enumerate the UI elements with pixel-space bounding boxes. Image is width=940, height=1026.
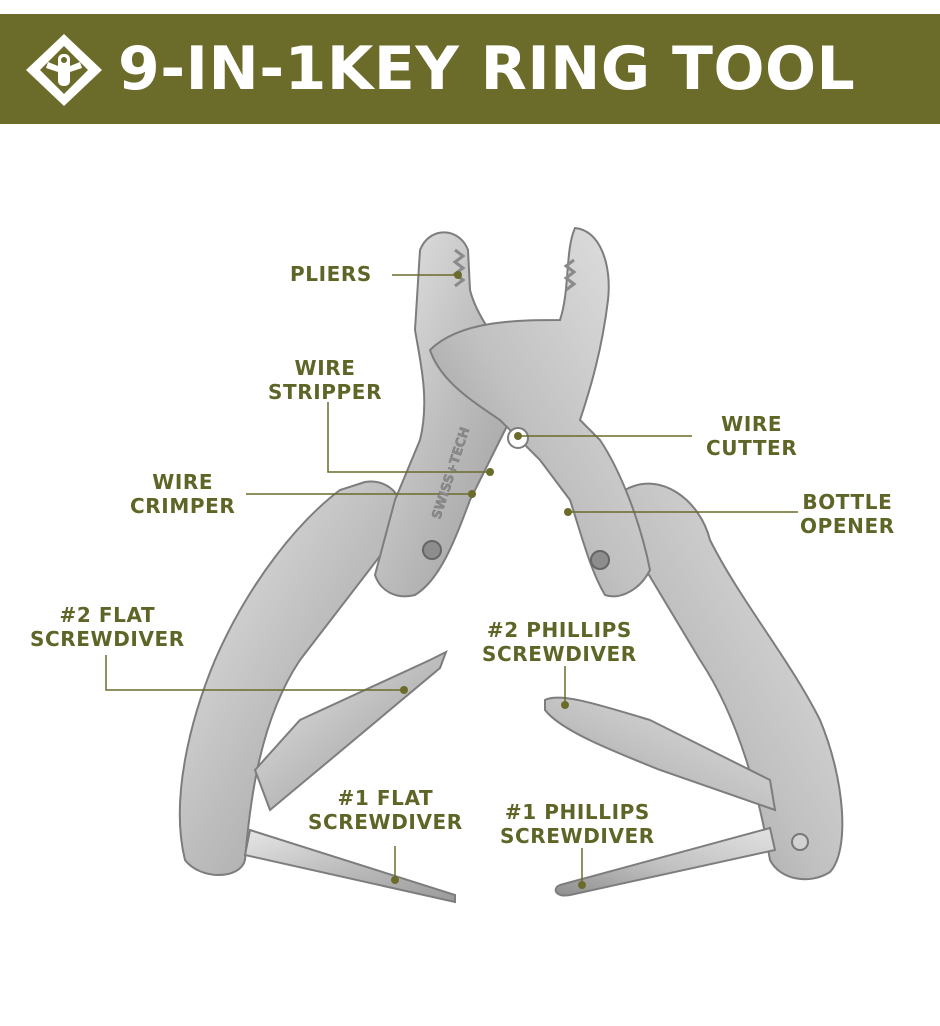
right-jaw: [428, 226, 652, 598]
label-phillips1-line1: #1 PHILLIPS: [504, 800, 650, 824]
label-bottle-opener: BOTTLE OPENER: [800, 490, 895, 538]
label-phillips2: #2 PHILLIPS SCREWDIVER: [482, 618, 637, 666]
right-handle: [616, 482, 844, 881]
label-bottle-opener-line1: BOTTLE: [802, 490, 893, 514]
label-phillips1-line2: SCREWDIVER: [500, 824, 655, 848]
label-bottle-opener-line2: OPENER: [800, 514, 895, 538]
left-handle: [178, 480, 404, 876]
label-wire-stripper-line2: STRIPPER: [268, 380, 383, 404]
leader-dots: [391, 271, 586, 889]
label-wire-crimper-line2: CRIMPER: [130, 494, 236, 518]
label-wire-cutter-line1: WIRE: [721, 412, 783, 436]
label-flat1: #1 FLAT SCREWDIVER: [308, 786, 463, 834]
title-banner: 9-IN-1KEY RING TOOL: [0, 14, 940, 124]
flat1-blade: [243, 828, 456, 904]
label-phillips2-line1: #2 PHILLIPS: [486, 618, 632, 642]
phillips2-blade: [544, 696, 777, 812]
page-title: 9-IN-1KEY RING TOOL: [118, 34, 856, 104]
multitool-diamond-icon: [26, 34, 102, 106]
label-pliers-text: PLIERS: [290, 262, 372, 286]
leader-lines: [105, 274, 798, 885]
label-pliers: PLIERS: [290, 262, 372, 286]
label-wire-stripper-line1: WIRE: [294, 356, 356, 380]
label-flat2-line2: SCREWDIVER: [30, 627, 185, 651]
label-flat2-line1: #2 FLAT: [59, 603, 156, 627]
label-flat1-line2: SCREWDIVER: [308, 810, 463, 834]
left-jaw: [373, 231, 522, 598]
label-wire-cutter-line2: CUTTER: [706, 436, 798, 460]
phillips1-blade: [554, 826, 777, 897]
label-phillips1: #1 PHILLIPS SCREWDIVER: [500, 800, 655, 848]
label-flat2: #2 FLAT SCREWDIVER: [30, 603, 185, 651]
label-wire-crimper-line1: WIRE: [152, 470, 214, 494]
label-phillips2-line2: SCREWDIVER: [482, 642, 637, 666]
label-wire-stripper: WIRE STRIPPER: [268, 356, 382, 404]
label-wire-cutter: WIRE CUTTER: [706, 412, 797, 460]
flat2-blade: [253, 649, 448, 812]
label-wire-crimper: WIRE CRIMPER: [130, 470, 235, 518]
label-flat1-line1: #1 FLAT: [337, 786, 434, 810]
